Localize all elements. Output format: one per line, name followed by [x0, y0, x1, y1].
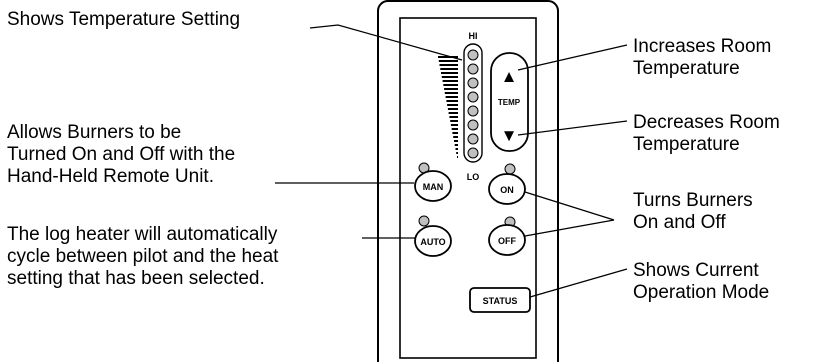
- lo-label: LO: [467, 172, 480, 182]
- leader-temp-setting: [309, 24, 463, 61]
- leader-on: [524, 191, 615, 221]
- level-bar: [452, 132, 458, 134]
- level-bar: [450, 120, 458, 122]
- level-bar: [438, 56, 458, 58]
- level-bar: [444, 88, 458, 90]
- callout-on-off-line-2: On and Off: [633, 212, 726, 233]
- callout-decrease-line-2: Temperature: [633, 134, 740, 155]
- off-button[interactable]: [488, 224, 526, 256]
- on-indicator-led: [504, 163, 516, 175]
- level-bar: [453, 136, 458, 138]
- level-bar: [448, 112, 458, 114]
- on-label: ON: [500, 185, 514, 195]
- level-bar: [442, 80, 458, 82]
- on-button[interactable]: [488, 173, 526, 205]
- callout-increase-line-1: Increases Room: [633, 36, 772, 57]
- temperature-led: [467, 147, 479, 159]
- level-bar: [455, 148, 458, 150]
- temperature-led: [467, 133, 479, 145]
- level-bar: [440, 68, 458, 70]
- up-arrow-icon[interactable]: ▲: [501, 67, 518, 86]
- callout-manual-line-3: Hand-Held Remote Unit.: [7, 166, 214, 187]
- temp-label: TEMP: [498, 98, 521, 107]
- level-bar: [438, 60, 458, 62]
- level-bar: [456, 152, 458, 154]
- callout-decrease-line-1: Decreases Room: [633, 112, 780, 133]
- level-bar: [441, 76, 458, 78]
- callout-status: Shows Current Operation Mode: [633, 260, 769, 304]
- callout-auto-line-1: The log heater will automatically: [7, 224, 278, 245]
- auto-button[interactable]: [414, 225, 452, 257]
- hi-label: HI: [469, 31, 478, 41]
- level-bar: [454, 140, 458, 142]
- level-bar: [443, 84, 458, 86]
- temperature-led: [467, 119, 479, 131]
- down-arrow-icon[interactable]: ▼: [501, 126, 518, 145]
- level-bar: [451, 128, 458, 130]
- temperature-leds: [467, 49, 479, 159]
- level-bar: [441, 72, 458, 74]
- callout-status-line-1: Shows Current: [633, 260, 759, 281]
- temperature-led: [467, 105, 479, 117]
- level-bar: [454, 144, 458, 146]
- status-label: STATUS: [483, 296, 518, 306]
- temperature-led: [467, 91, 479, 103]
- leader-status: [529, 268, 628, 298]
- led-column: [463, 43, 483, 163]
- callout-decrease-temperature: Decreases Room Temperature: [633, 112, 780, 156]
- level-bar: [446, 100, 458, 102]
- callout-status-line-2: Operation Mode: [633, 282, 770, 303]
- off-label: OFF: [498, 236, 516, 246]
- callout-on-off: Turns Burners On and Off: [633, 190, 753, 234]
- callout-increase-line-2: Temperature: [633, 58, 740, 79]
- leader-increase: [517, 44, 628, 71]
- callout-temperature-setting: Shows Temperature Setting: [7, 9, 241, 30]
- level-bar: [445, 96, 458, 98]
- callout-auto-mode: The log heater will automatically cycle …: [7, 224, 278, 290]
- callout-auto-line-3: setting that has been selected.: [7, 268, 265, 289]
- man-button[interactable]: [414, 170, 452, 202]
- level-bar: [457, 156, 458, 158]
- status-button[interactable]: [469, 287, 531, 313]
- callout-manual-line-2: Turned On and Off with the: [7, 144, 236, 165]
- callout-manual-line-1: Allows Burners to be: [7, 122, 182, 143]
- temp-rocker-button[interactable]: [490, 52, 529, 152]
- temperature-led: [467, 63, 479, 75]
- level-bar: [450, 124, 458, 126]
- man-label: MAN: [423, 182, 444, 192]
- temperature-led: [467, 77, 479, 89]
- callout-auto-line-2: cycle between pilot and the heat: [7, 246, 279, 267]
- level-bar: [447, 104, 458, 106]
- temperature-level-graphic: [438, 56, 458, 158]
- callout-manual-mode: Allows Burners to be Turned On and Off w…: [7, 122, 235, 188]
- level-bar: [449, 116, 458, 118]
- level-bar: [444, 92, 458, 94]
- leader-off: [524, 219, 615, 237]
- auto-label: AUTO: [420, 237, 445, 247]
- leader-decrease: [517, 120, 628, 136]
- callout-on-off-line-1: Turns Burners: [633, 190, 753, 211]
- level-bar: [439, 64, 458, 66]
- temperature-led: [467, 49, 479, 61]
- level-bar: [447, 108, 458, 110]
- auto-indicator-led: [418, 215, 430, 227]
- callout-increase-temperature: Increases Room Temperature: [633, 36, 771, 80]
- leader-lines: [275, 24, 628, 298]
